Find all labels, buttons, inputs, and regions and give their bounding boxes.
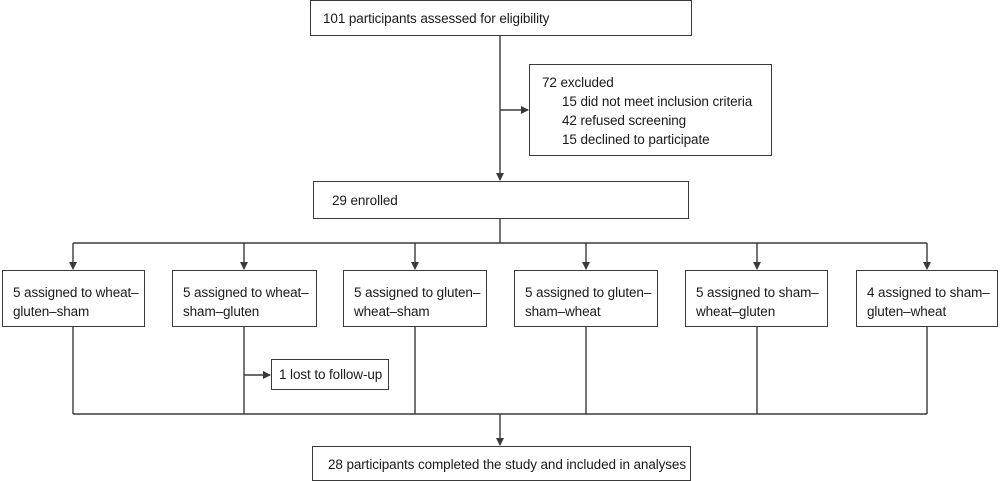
arm-label-line2: wheat–gluten <box>696 304 776 319</box>
lost-to-follow-up-box: 1 lost to follow-up <box>271 359 389 390</box>
arm-label-line1: 5 assigned to wheat– <box>183 285 309 300</box>
arm-label-line2: gluten–wheat <box>867 304 947 319</box>
arm-label-line2: sham–gluten <box>183 304 260 319</box>
arm-box-2: 5 assigned to wheat– sham–gluten <box>172 270 317 327</box>
arm-label-line1: 5 assigned to gluten– <box>525 285 652 300</box>
arm-label-line2: gluten–sham <box>13 304 90 319</box>
arm-box-3: 5 assigned to gluten– wheat–sham <box>343 270 487 327</box>
excluded-title: 72 excluded <box>542 75 614 90</box>
completed-text: 28 participants completed the study and … <box>328 457 686 472</box>
excluded-reason: 42 refused screening <box>562 113 687 128</box>
arm-label-line1: 5 assigned to sham– <box>696 285 819 300</box>
assessed-box: 101 participants assessed for eligibilit… <box>310 0 692 36</box>
arm-box-5: 5 assigned to sham– wheat–gluten <box>685 270 828 327</box>
assessed-text: 101 participants assessed for eligibilit… <box>323 11 550 26</box>
enrolled-box: 29 enrolled <box>313 181 689 219</box>
arm-label-line2: sham–wheat <box>525 304 601 319</box>
arm-box-1: 5 assigned to wheat– gluten–sham <box>2 270 145 327</box>
excluded-box: 72 excluded 15 did not meet inclusion cr… <box>529 64 772 156</box>
excluded-reason: 15 declined to participate <box>562 132 710 147</box>
lost-text: 1 lost to follow-up <box>279 367 383 382</box>
arm-label-line1: 5 assigned to gluten– <box>354 285 481 300</box>
excluded-reason: 15 did not meet inclusion criteria <box>562 94 753 109</box>
arm-box-4: 5 assigned to gluten– sham–wheat <box>514 270 658 327</box>
arm-label-line2: wheat–sham <box>354 304 430 319</box>
completed-box: 28 participants completed the study and … <box>312 446 691 481</box>
arm-label-line1: 4 assigned to sham– <box>867 285 990 300</box>
arm-box-6: 4 assigned to sham– gluten–wheat <box>856 270 998 327</box>
arm-label-line1: 5 assigned to wheat– <box>13 285 139 300</box>
enrolled-text: 29 enrolled <box>332 193 398 208</box>
